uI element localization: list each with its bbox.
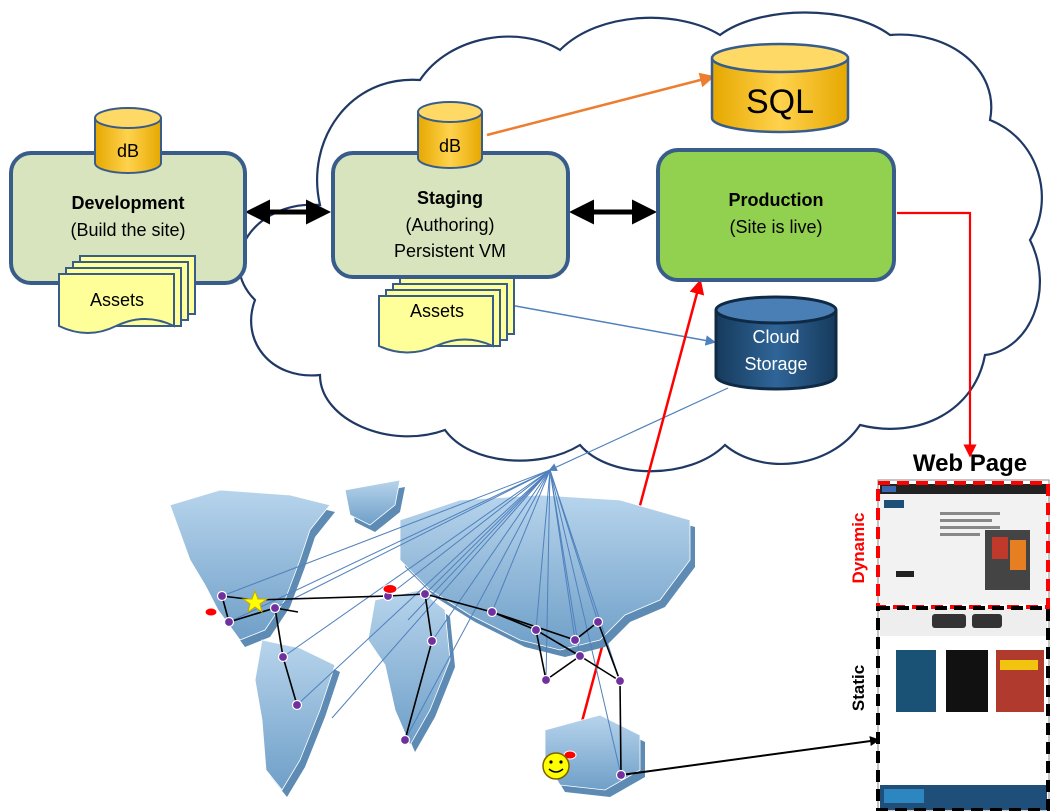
network-edges <box>221 593 622 776</box>
staging-assets-label: Assets <box>410 301 464 321</box>
development-db-icon: dB <box>94 107 162 174</box>
production-subtitle: (Site is live) <box>729 217 822 237</box>
world-map-icon <box>169 479 695 797</box>
dynamic-region-box <box>876 481 1050 609</box>
staging-assets-document-stack-icon: Assets <box>378 277 515 354</box>
production-node: Production (Site is live) <box>656 148 896 282</box>
cloud-storage-line1: Cloud <box>752 327 799 347</box>
greenland-shape <box>344 479 401 526</box>
staging-node: Staging (Authoring) Persistent VM <box>331 151 570 279</box>
static-label: Static <box>849 665 868 711</box>
africa-shape <box>367 589 451 746</box>
user-webpage-link <box>620 736 880 776</box>
staging-line3: Persistent VM <box>394 241 506 261</box>
network-nodes <box>216 588 627 781</box>
cloud-storage-database-icon: Cloud Storage <box>714 295 838 391</box>
web-page-title: Web Page <box>913 450 1027 477</box>
sql-label: SQL <box>746 83 814 121</box>
production-title: Production <box>729 190 824 210</box>
sql-database-icon: SQL <box>710 42 850 134</box>
cloudstorage-map-link <box>548 387 729 472</box>
cdn-distribution-lines <box>221 469 622 776</box>
development-assets-document-stack-icon: Assets <box>58 255 196 334</box>
staging-db-icon: dB <box>417 101 483 169</box>
south-america-shape <box>254 639 336 791</box>
development-assets-label: Assets <box>90 290 144 310</box>
staging-db-label: dB <box>439 136 461 156</box>
staging-db-sql-link <box>486 72 715 137</box>
development-title: Development <box>71 193 184 213</box>
star-icon <box>241 589 269 614</box>
north-america-shape <box>169 489 331 641</box>
static-region-box <box>876 606 1050 811</box>
staging-line2: (Authoring) <box>405 215 494 235</box>
dynamic-label: Dynamic <box>849 513 868 584</box>
cloud-storage-line2: Storage <box>744 354 807 374</box>
production-webpage-link <box>897 211 977 458</box>
webpage-screenshot-icon <box>877 479 1050 811</box>
development-db-label: dB <box>117 141 139 161</box>
red-location-markers <box>204 584 577 760</box>
smiley-user-icon <box>542 752 570 780</box>
staging-title: Staging <box>417 188 483 208</box>
assets-cloudstorage-link <box>509 304 717 346</box>
development-subtitle: (Build the site) <box>70 220 185 240</box>
